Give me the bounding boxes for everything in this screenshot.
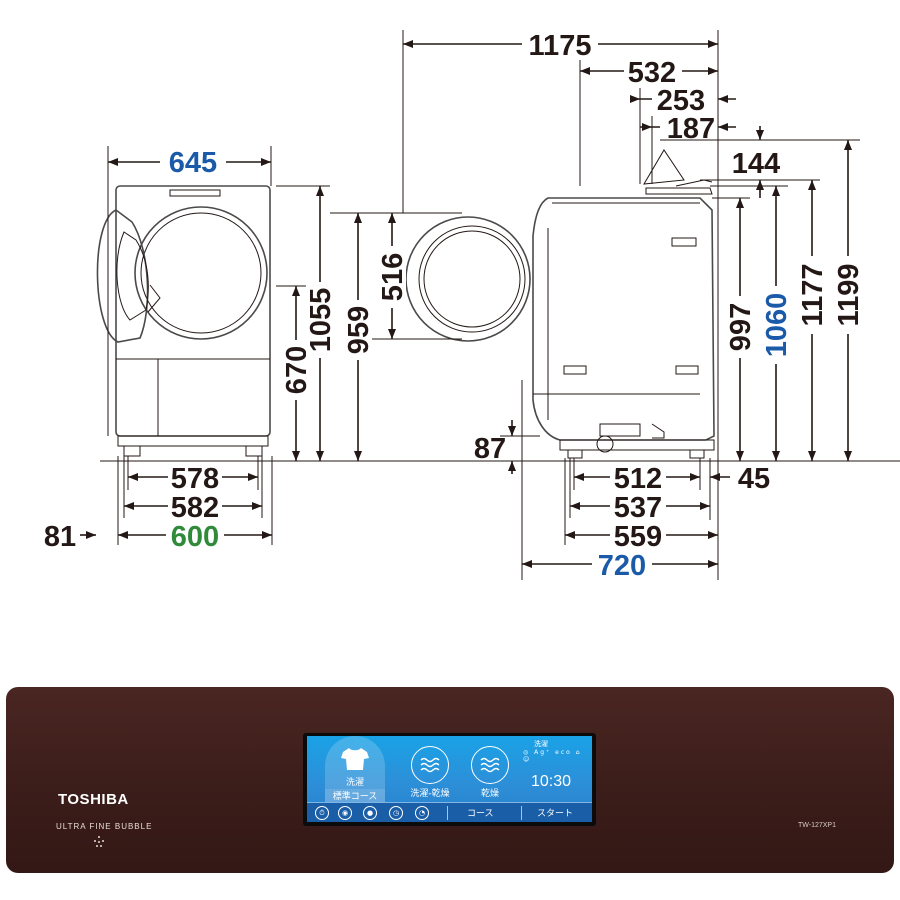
brand-logo: TOSHIBA <box>58 791 129 808</box>
tagline: ULTRA FINE BUBBLE <box>56 822 153 831</box>
course-dry-button[interactable]: 乾燥 <box>459 740 521 802</box>
side-base-height-label: 87 <box>474 433 506 465</box>
side-depth-187-label: 187 <box>667 113 715 145</box>
side-total-depth-label: 1175 <box>529 30 592 62</box>
course-wash-dry-label: 洗濯-乾燥 <box>410 789 450 799</box>
course-wash-label: 洗濯 <box>345 778 364 788</box>
front-foot-offset-label: 81 <box>44 521 76 553</box>
status-icons: ◎ Ag⁺ eco ⌂ ☺ <box>523 749 582 763</box>
side-depth-559-label: 559 <box>614 521 662 553</box>
side-height-144-label: 144 <box>732 148 780 180</box>
side-depth-532-label: 532 <box>628 57 676 89</box>
front-body-height-label: 1055 <box>305 288 337 353</box>
control-panel: TOSHIBA ULTRA FINE BUBBLE TW-127XP1 洗濯 標… <box>6 687 894 873</box>
shirt-icon <box>341 748 369 770</box>
clock-time: 10:30 <box>531 773 572 790</box>
side-height-997-label: 997 <box>725 303 757 351</box>
course-wash-dry-button[interactable]: 洗濯-乾燥 <box>399 740 461 802</box>
side-depth-537-label: 537 <box>614 492 662 524</box>
touch-screen[interactable]: 洗濯 標準コース 洗濯-乾燥 乾燥 洗濯 ◎ Ag⁺ eco ⌂ ☺ 10:30… <box>303 733 596 826</box>
course-button[interactable]: コース <box>467 809 494 819</box>
bubble-icon <box>94 836 104 847</box>
model-number: TW-127XP1 <box>798 822 836 829</box>
drop-icon[interactable]: ● <box>363 806 377 820</box>
front-door-top-height-label: 959 <box>343 306 375 354</box>
lcd-display: 洗濯 標準コース 洗濯-乾燥 乾燥 洗濯 ◎ Ag⁺ eco ⌂ ☺ 10:30… <box>307 736 592 822</box>
start-button[interactable]: スタート <box>537 809 574 819</box>
front-foot-width-582-label: 582 <box>171 492 219 524</box>
course-wash-sub-label: 標準コース <box>325 789 385 802</box>
course-dry-label: 乾燥 <box>480 789 499 799</box>
reserve-icon[interactable]: ◔ <box>415 806 429 820</box>
side-rear-offset-label: 45 <box>738 463 770 495</box>
dimension-diagram: 645 578 582 600 81 670 1055 959 516 <box>44 30 900 582</box>
status-title: 洗濯 <box>534 740 548 748</box>
front-extension-lines <box>100 146 900 545</box>
door-diameter-label: 516 <box>377 253 409 301</box>
side-view-washer <box>532 149 715 459</box>
course-wash-button[interactable]: 洗濯 <box>325 736 385 804</box>
bottom-bar: ⏱ ◉ ● ◷ ◔ コース スタート <box>307 802 592 822</box>
side-height-1199-label: 1199 <box>833 264 865 327</box>
side-height-1177-label: 1177 <box>797 264 829 327</box>
clock-icon[interactable]: ◷ <box>389 806 403 820</box>
side-depth-512-label: 512 <box>614 463 662 495</box>
wave-icon <box>420 757 440 773</box>
wave-icon <box>480 757 500 773</box>
side-height-1060-label: 1060 <box>761 293 793 358</box>
front-width-label: 645 <box>169 147 217 179</box>
water-icon[interactable]: ◉ <box>338 806 352 820</box>
front-base-width-label: 600 <box>171 521 219 553</box>
timer-icon[interactable]: ⏱ <box>315 806 329 820</box>
side-depth-720-label: 720 <box>598 550 646 582</box>
side-depth-253-label: 253 <box>657 85 705 117</box>
front-foot-width-578-label: 578 <box>171 463 219 495</box>
front-view-washer <box>96 185 271 457</box>
